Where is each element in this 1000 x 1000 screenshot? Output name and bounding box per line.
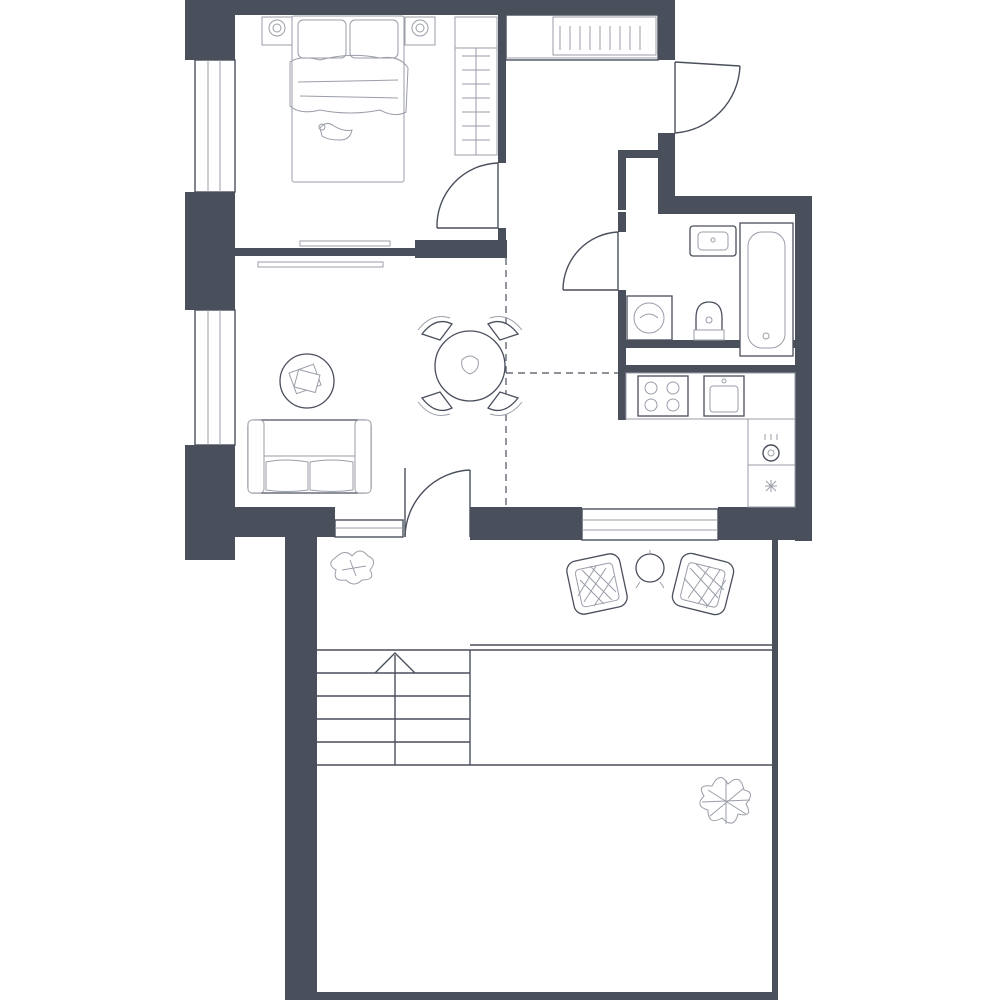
terrace-door[interactable] [404,468,471,538]
stairs-arrow-icon [374,652,416,765]
sink-icon [689,225,737,257]
armchair-icon [566,553,628,615]
bathroom [626,222,794,357]
cooktop-icon [637,375,689,417]
plant-icon [699,777,751,824]
coffee-table [279,353,335,409]
stairs [317,649,471,766]
washing-machine-icon [626,295,673,341]
living-room [247,261,523,494]
window-bedroom [194,59,236,193]
tv-living [257,261,384,268]
window-kitchen [581,508,719,541]
dining-table-icon [417,316,523,416]
plant-icon [330,550,374,585]
side-table [635,550,665,589]
bed-icon [289,15,409,183]
kitchen [625,372,796,508]
zone-lines [505,258,618,507]
kitchen-sink [703,375,745,417]
doors [404,61,741,538]
window-living [194,309,236,446]
toilet-icon [693,301,725,341]
nightstand-right [404,16,436,46]
tv-bedroom [299,240,391,247]
chair [417,316,453,341]
nightstand-left [261,16,293,46]
hall-wardrobe [552,16,657,56]
bathtub-icon [739,222,794,357]
windows [194,14,719,541]
armchair-icon [671,552,735,616]
chair [417,391,453,416]
wardrobe [454,16,498,156]
bedroom [261,15,498,247]
boiler-icon [762,434,780,462]
fridge-icon [765,480,777,492]
terrace [317,550,772,824]
chair [487,316,523,341]
entrance-door[interactable] [674,61,741,134]
walls [185,0,812,1000]
terrace-door-frame [334,519,404,538]
window-hall-top [505,14,659,61]
chair [487,391,523,416]
sofa-icon [247,419,372,494]
bathroom-door[interactable] [562,231,619,291]
cat-icon [318,122,353,141]
bedroom-door[interactable] [436,162,499,229]
